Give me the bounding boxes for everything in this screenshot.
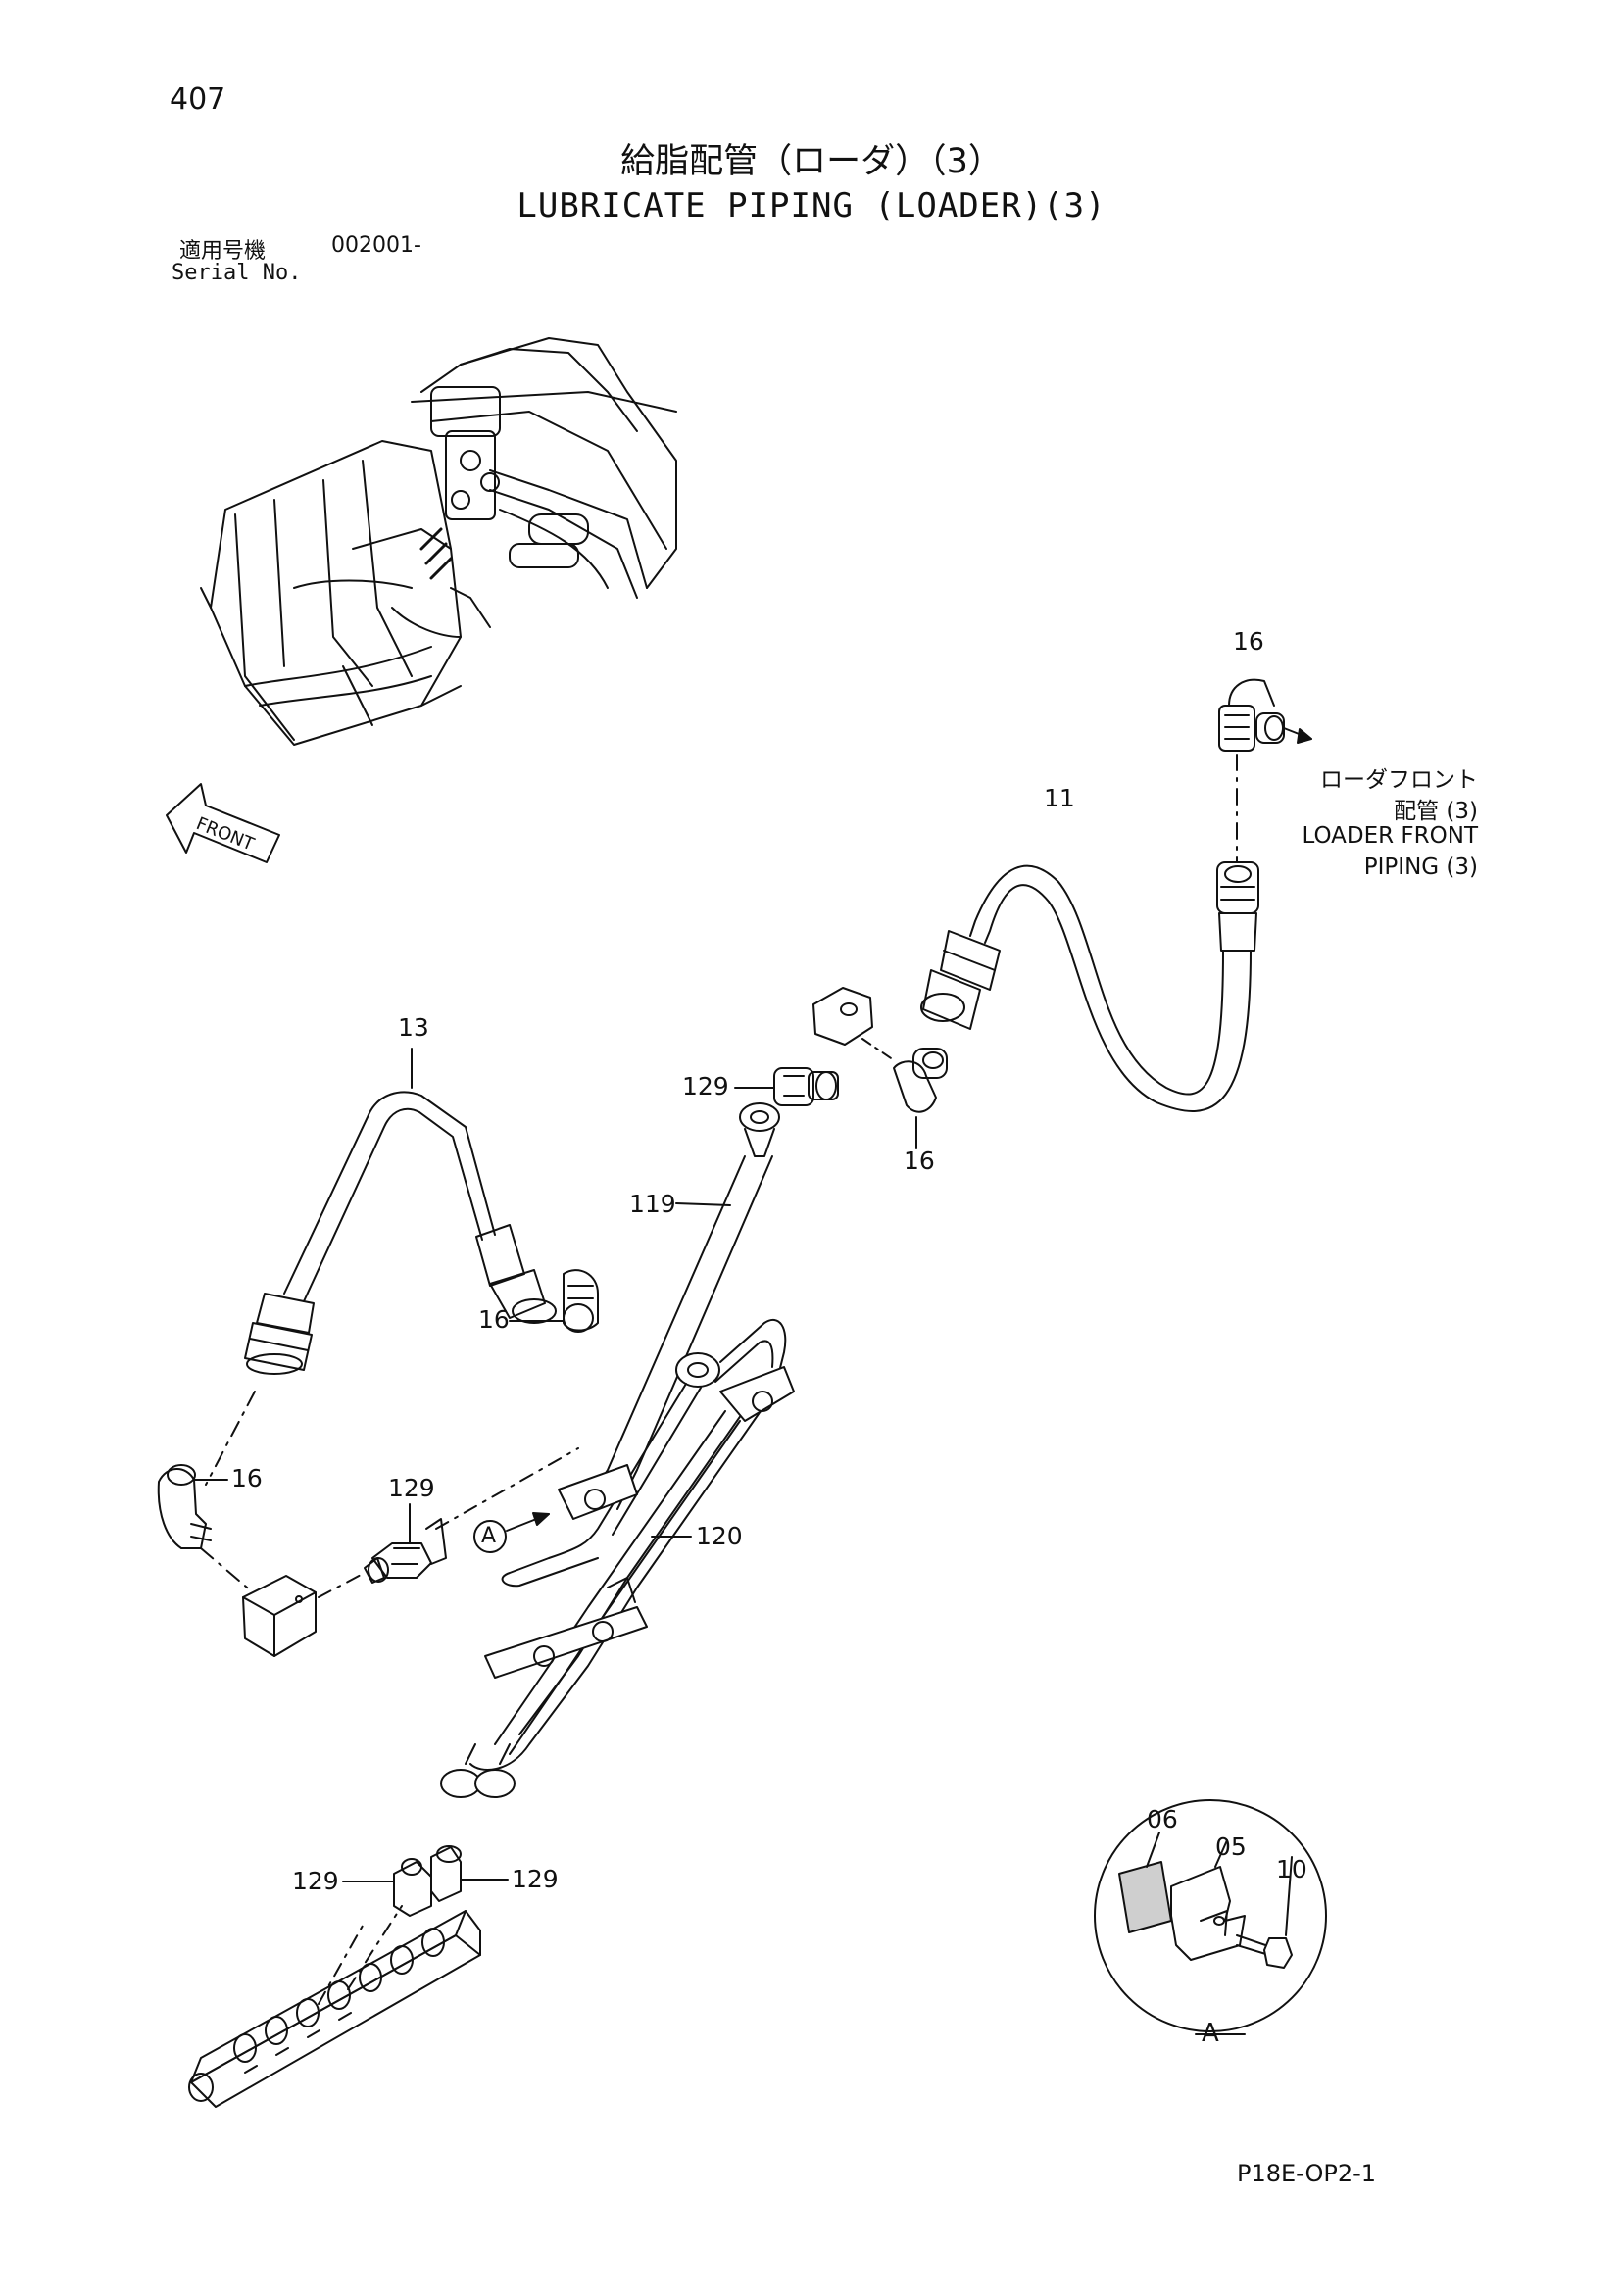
note-loader-front-jp-1: ローダフロント <box>1320 767 1478 793</box>
note-loader-front-jp-2: 配管 (3) <box>1394 799 1478 824</box>
callout-10: 10 <box>1276 1855 1307 1883</box>
part-16-elbow-middle <box>894 1049 947 1148</box>
callout-16-top: 16 <box>1233 627 1264 656</box>
part-120-pipe-assembly <box>441 1320 794 1797</box>
loader-overview-sketch <box>201 338 676 745</box>
callout-119: 119 <box>629 1190 676 1218</box>
serial-value: 002001- <box>331 233 421 258</box>
part-129-fitting-left <box>365 1448 578 1583</box>
callout-129-bottom-left: 129 <box>292 1867 339 1895</box>
callout-16-left: 16 <box>231 1464 263 1492</box>
part-129-fitting-bottom <box>343 1846 508 1916</box>
callout-a-reference: A <box>481 1524 497 1548</box>
callout-16-middle: 16 <box>904 1147 935 1175</box>
detail-a-circle <box>1095 1800 1326 2034</box>
hex-nut-upper <box>813 988 894 1060</box>
part-16-elbow-left <box>159 1465 253 1592</box>
note-loader-front-en-1: LOADER FRONT <box>1302 823 1478 849</box>
callout-129-middle: 129 <box>682 1072 729 1100</box>
drawing-code: P18E-OP2-1 <box>1237 2160 1377 2187</box>
callout-120: 120 <box>696 1522 743 1550</box>
part-11-hose <box>921 862 1258 1111</box>
serial-label-japanese: 適用号機 <box>179 239 267 264</box>
callout-11: 11 <box>1044 784 1075 812</box>
note-loader-front-en-2: PIPING (3) <box>1363 855 1478 880</box>
title-japanese: 給脂配管（ローダ）（3） <box>620 142 1003 181</box>
callout-13: 13 <box>398 1013 429 1042</box>
part-16-elbow-top <box>1219 680 1311 862</box>
grease-manifold-block <box>189 1906 480 2107</box>
callout-05: 05 <box>1215 1832 1247 1861</box>
part-16-elbow-near-pipe <box>510 1270 598 1332</box>
callout-129-left: 129 <box>388 1474 435 1502</box>
callout-16-hose: 16 <box>478 1305 510 1334</box>
hex-block-lower <box>243 1573 365 1656</box>
page-number: 407 <box>170 82 226 117</box>
title-english: LUBRICATE PIPING (LOADER)(3) <box>516 186 1107 225</box>
front-direction-arrow <box>167 784 279 862</box>
part-129-fitting-middle <box>735 1068 838 1105</box>
callout-129-bottom-right: 129 <box>512 1865 559 1893</box>
part-13-pipe <box>206 1049 556 1485</box>
callout-06: 06 <box>1147 1805 1178 1833</box>
detail-a-pointer <box>474 1513 549 1552</box>
serial-label-english: Serial No. <box>172 261 302 285</box>
part-119-pipe <box>588 1103 779 1509</box>
detail-a-label: A <box>1202 2019 1219 2048</box>
